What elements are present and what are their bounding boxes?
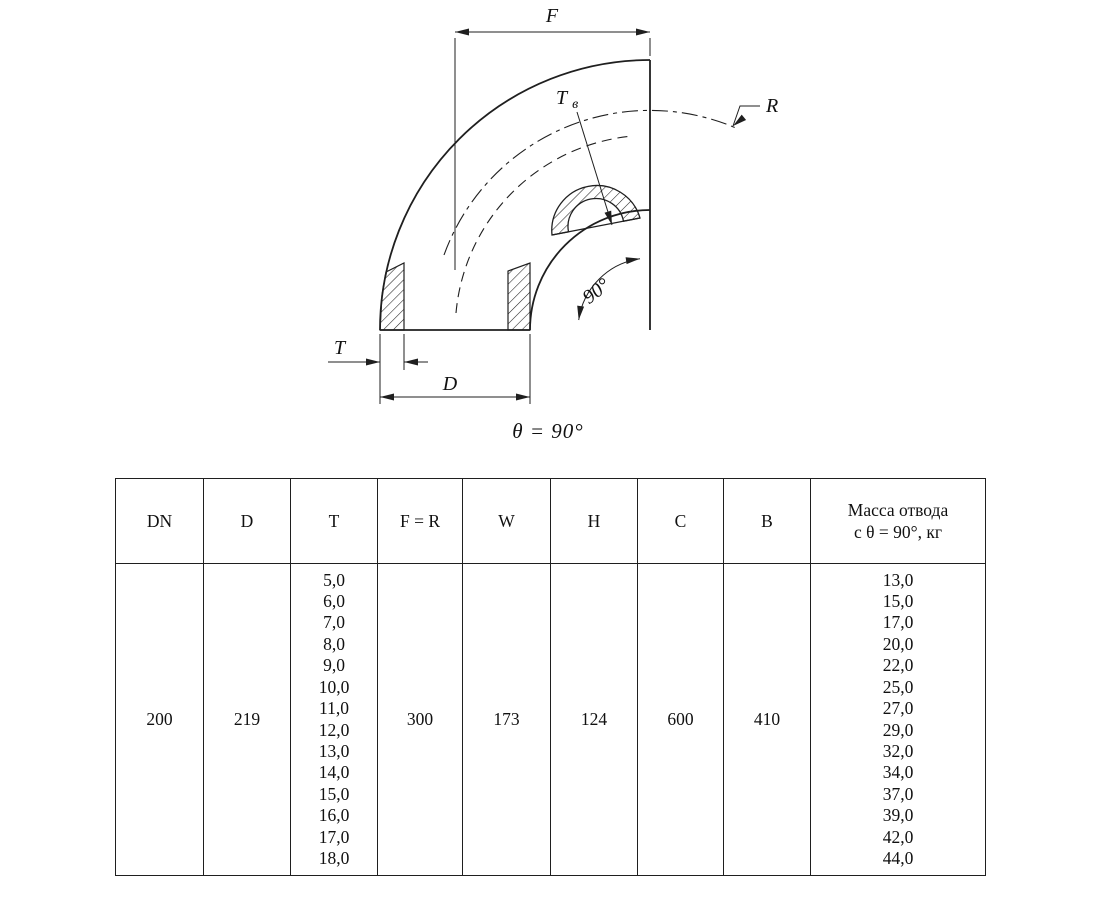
wall-section-right [507,262,531,331]
col-header-d: D [203,478,291,564]
angle-90-label: 90° [579,274,615,309]
value-line: 37,0 [882,783,914,804]
value-line: 13,0 [318,740,350,761]
value-line: 27,0 [882,698,914,719]
wall-section-left [379,262,405,331]
arrowheads [366,28,747,401]
wall-thickness-label-main: Т [556,87,569,109]
col-header-h: H [550,478,638,564]
elbow-drawing: F R Т в 90° T D θ = 90° [328,5,778,443]
dimension-lines [328,31,760,404]
value-line: 22,0 [882,655,914,676]
value-line: 16,0 [318,805,350,826]
value-line: 10,0 [318,676,350,697]
value-line: 29,0 [882,719,914,740]
value-line: 12,0 [318,719,350,740]
value-line: 13,0 [882,569,914,590]
wall-thickness-label-sub: в [572,97,578,112]
cell-h: 124 [550,563,638,876]
value-line: 6,0 [323,591,345,612]
value-line: 14,0 [318,762,350,783]
col-header-w: W [462,478,551,564]
outer-arc [379,59,651,331]
dome-ring [551,184,641,236]
value-line: 11,0 [319,698,349,719]
centreline-arc [443,109,737,256]
value-line: 34,0 [882,762,914,783]
col-header-t: T [290,478,378,564]
col-header-dn: DN [115,478,204,564]
value-line: 9,0 [323,655,345,676]
value-line: 17,0 [882,612,914,633]
mass-header-line2: с θ = 90°, кг [853,522,943,542]
value-line: 18,0 [318,847,350,868]
wall-thickness-section [551,184,641,236]
col-header-b: B [723,478,811,564]
value-line: 20,0 [882,633,914,654]
dome-base [551,217,641,236]
dimension-f-label: F [545,5,559,27]
mass-header-line1: Масса отвода [847,500,949,520]
cell-c: 600 [637,563,724,876]
dimension-t-label: T [334,337,347,359]
value-line: 44,0 [882,847,914,868]
value-line: 5,0 [323,569,345,590]
cell-b: 410 [723,563,811,876]
theta-caption: θ = 90° [512,419,583,443]
dimensions-table: DN D T F = R W H C B Масса отвода с θ = … [115,478,986,876]
cell-d: 219 [203,563,291,876]
col-header-fr: F = R [377,478,463,564]
wall-thickness-label: Т в [556,87,578,112]
value-line: 8,0 [323,633,345,654]
value-line: 42,0 [882,826,914,847]
value-line: 32,0 [882,740,914,761]
header-row: DN D T F = R W H C B Масса отвода с θ = … [115,478,986,564]
value-line: 15,0 [882,591,914,612]
bottom-wall-sections [379,262,531,331]
value-line: 17,0 [318,826,350,847]
col-header-c: C [637,478,724,564]
hidden-bore-arc [455,135,634,314]
col-header-mass: Масса отвода с θ = 90°, кг [810,478,986,564]
value-line: 15,0 [318,783,350,804]
cell-fr: 300 [377,563,463,876]
centre-lines [443,109,737,314]
cell-w: 173 [462,563,551,876]
value-line: 39,0 [882,805,914,826]
value-line: 7,0 [323,612,345,633]
cell-dn: 200 [115,563,204,876]
value-line: 25,0 [882,676,914,697]
radius-r-label: R [765,95,778,117]
dimension-d-label: D [442,373,458,395]
